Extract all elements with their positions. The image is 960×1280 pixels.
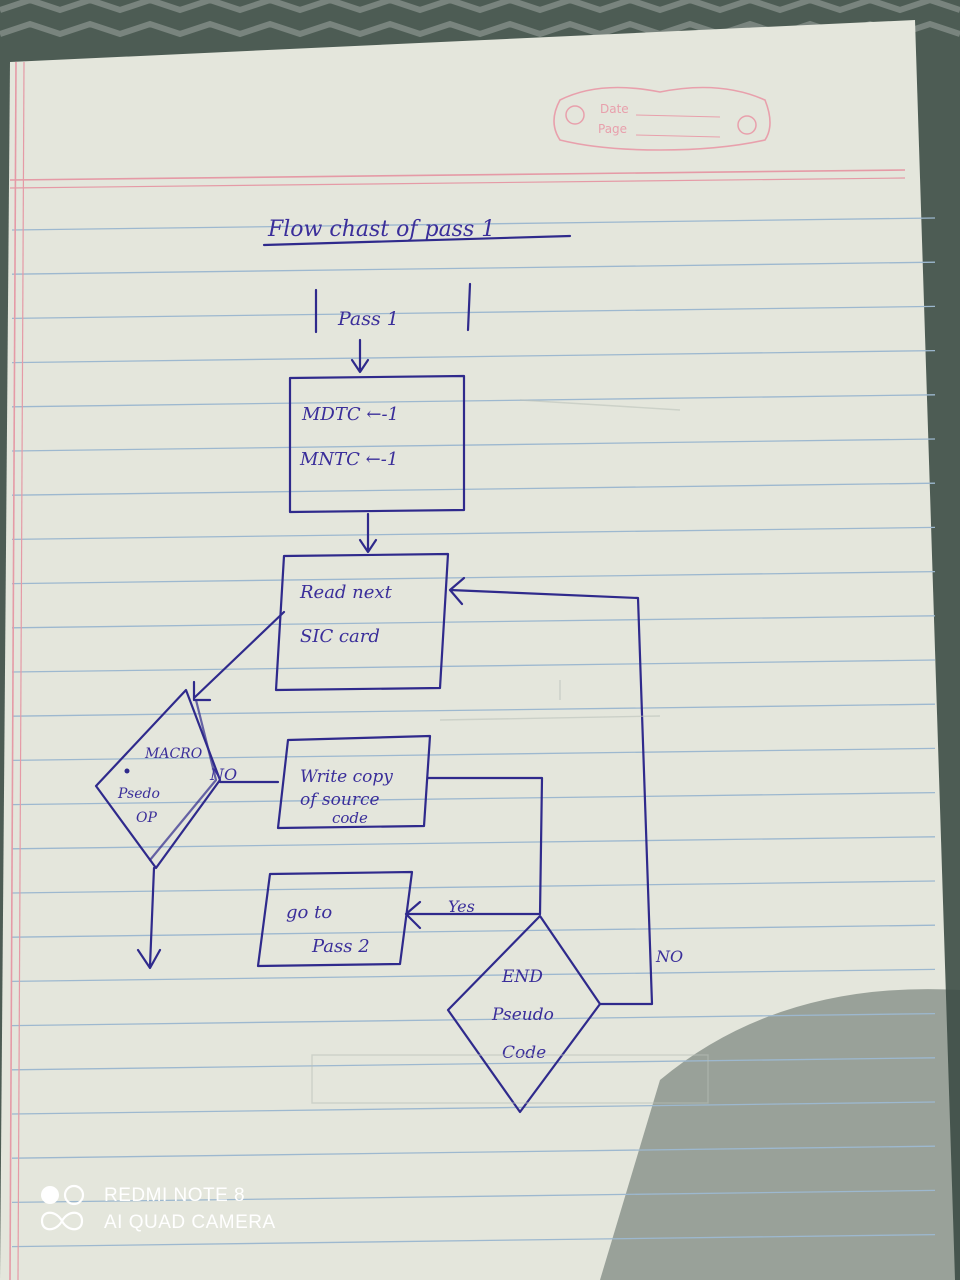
- edge-end-yes: [404, 900, 542, 930]
- ruled-line: [11, 1145, 936, 1159]
- ruled-line: [11, 570, 936, 585]
- read-line2: SIC card: [300, 626, 380, 647]
- read-card-box: Read next SIC card: [274, 552, 450, 692]
- watermark-model: REDMI NOTE 8: [104, 1185, 245, 1206]
- end-no-label: NO: [655, 947, 683, 966]
- macro-pseudo-op-diamond: MACRO Psedo OP: [94, 688, 222, 870]
- ruled-line: [11, 1101, 936, 1115]
- arrow-start-to-init: [350, 338, 370, 374]
- end-line2: Pseudo: [491, 1005, 554, 1025]
- init-mntc-text: MNTC ←-1: [299, 449, 398, 470]
- ruled-line: [11, 261, 936, 275]
- arrow-macro-yes-down: [136, 866, 162, 970]
- title-underline: [262, 234, 572, 247]
- end-pseudo-code-diamond: END Pseudo Code: [446, 914, 602, 1114]
- ruled-line: [11, 1233, 936, 1248]
- edge-end-no-loop: [448, 576, 654, 1006]
- init-mdtc-text: MDTC ←-1: [301, 404, 399, 425]
- edge-write-to-end: [426, 776, 544, 916]
- bleed-through-marks: [311, 399, 709, 1104]
- arrow-init-to-read: [358, 512, 378, 554]
- goto-line1: go to: [286, 902, 332, 923]
- ruled-line: [11, 924, 936, 938]
- page-title: Flow chast of pass 1: [267, 217, 495, 242]
- ruled-line: [11, 791, 936, 806]
- ruled-line: [11, 880, 936, 894]
- read-line1: Read next: [299, 582, 393, 603]
- write-line3: code: [332, 809, 368, 827]
- ruled-line: [11, 615, 936, 629]
- date-page-stamp: Date Page: [553, 86, 771, 151]
- macro-line3: OP: [136, 810, 157, 826]
- watermark-dot-icon: [41, 1186, 59, 1204]
- end-line1: END: [501, 967, 543, 987]
- ruled-line: [11, 349, 936, 364]
- ruled-line: [11, 1189, 936, 1204]
- end-yes-label: Yes: [448, 897, 475, 916]
- left-margin-line: [9, 61, 17, 1280]
- stamp-page-label: Page: [598, 122, 627, 136]
- write-line1: Write copy: [300, 767, 393, 787]
- watermark-infinity-icon: [40, 1211, 84, 1231]
- write-line2: of source: [300, 790, 380, 810]
- init-box: MDTC ←-1 MNTC ←-1: [288, 374, 466, 514]
- watermark-camera: AI QUAD CAMERA: [104, 1212, 276, 1233]
- ruled-line: [11, 836, 936, 850]
- start-label: Pass 1: [337, 308, 399, 330]
- goto-pass2-box: go to Pass 2: [256, 870, 414, 968]
- ruled-line: [11, 482, 936, 496]
- ruled-line: [11, 703, 936, 717]
- end-line3: Code: [502, 1043, 546, 1063]
- ruled-line: [11, 747, 936, 762]
- ruled-line: [11, 438, 936, 452]
- ruled-line: [11, 659, 936, 673]
- ruled-line: [11, 968, 936, 983]
- ruled-lines: [11, 217, 936, 1248]
- goto-line2: Pass 2: [311, 936, 370, 957]
- arrow-read-to-macro: [192, 610, 286, 702]
- ruled-line: [11, 526, 936, 541]
- top-margin-line: [9, 169, 906, 181]
- ruled-line: [11, 1012, 936, 1027]
- ruled-line: [11, 217, 936, 231]
- ruled-line: [11, 394, 936, 408]
- macro-no-label: NO: [209, 765, 237, 784]
- macro-line1: MACRO: [144, 746, 203, 762]
- ruled-line: [11, 305, 936, 320]
- ruled-line: [11, 1057, 936, 1071]
- camera-watermark: REDMI NOTE 8 AI QUAD CAMERA: [40, 1184, 276, 1233]
- write-copy-box: Write copy of source code: [276, 734, 432, 830]
- notebook-page: [0, 20, 955, 1280]
- start-node: Pass 1: [314, 282, 472, 334]
- stamp-date-label: Date: [600, 102, 629, 116]
- macro-line2: Psedo: [117, 786, 160, 802]
